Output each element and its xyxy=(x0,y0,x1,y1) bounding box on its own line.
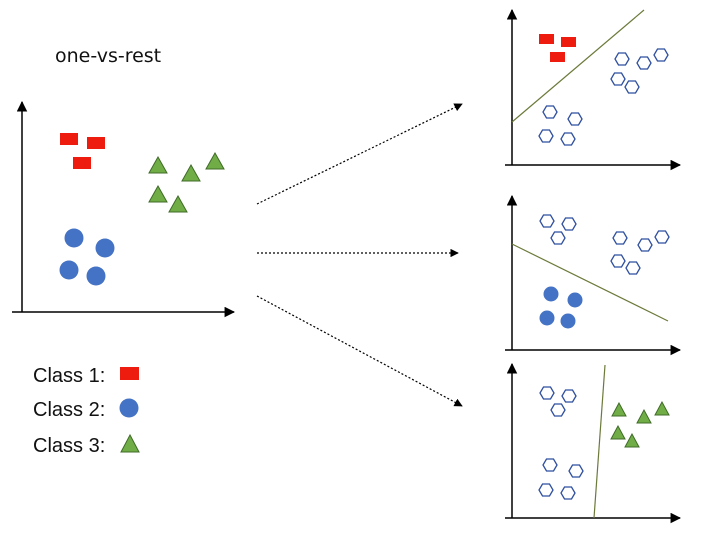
main-class3-points xyxy=(148,151,225,213)
class1-point xyxy=(550,52,565,62)
arrow-to-plot1 xyxy=(256,103,463,205)
flow-arrows xyxy=(256,103,463,407)
legend: Class 1: Class 2: Class 3: xyxy=(33,365,140,457)
decision-boundary xyxy=(511,243,669,322)
square-icon xyxy=(120,367,139,380)
legend-item-class3: Class 3: xyxy=(33,433,140,457)
legend-item-class2: Class 2: xyxy=(33,398,139,421)
legend-item-class1: Class 1: xyxy=(33,365,139,387)
class3-point xyxy=(148,184,168,203)
class2-point xyxy=(95,238,115,258)
class2-point xyxy=(86,266,106,286)
class3-point xyxy=(181,163,201,182)
class3-point xyxy=(205,151,225,170)
class1-point xyxy=(539,34,554,44)
decision-boundary xyxy=(593,364,606,519)
class2-point xyxy=(567,292,583,308)
class1-point xyxy=(87,137,105,149)
circle-icon xyxy=(119,398,139,418)
class3-point xyxy=(624,432,640,448)
rest-points xyxy=(539,214,670,275)
class1-point xyxy=(60,133,78,145)
arrow-to-plot3 xyxy=(256,295,463,407)
plot-class1-vs-rest xyxy=(505,8,682,171)
class3-point xyxy=(610,424,626,440)
class2-point xyxy=(64,228,84,248)
class3-point xyxy=(636,408,652,424)
class3-point xyxy=(148,155,168,174)
plot-class3-vs-rest xyxy=(505,362,682,524)
legend-label: Class 2: xyxy=(33,399,105,421)
class2-point xyxy=(560,313,576,329)
class3-point xyxy=(654,400,670,416)
class2-point xyxy=(539,310,555,326)
legend-label: Class 3: xyxy=(33,435,105,457)
class2-point xyxy=(543,286,559,302)
class1-point xyxy=(561,37,576,47)
class3-point xyxy=(168,194,188,213)
main-class1-points xyxy=(60,133,105,169)
main-plot xyxy=(12,100,236,318)
main-class2-points xyxy=(59,228,115,286)
legend-label: Class 1: xyxy=(33,365,105,387)
triangle-icon xyxy=(120,433,140,453)
page-title: one-vs-rest xyxy=(55,45,161,67)
class3-point xyxy=(611,401,627,417)
class2-point xyxy=(59,260,79,280)
class1-point xyxy=(73,157,91,169)
rest-points xyxy=(538,386,584,500)
rest-points xyxy=(538,48,669,146)
plot-class2-vs-rest xyxy=(505,194,682,356)
decision-boundary xyxy=(511,9,645,123)
